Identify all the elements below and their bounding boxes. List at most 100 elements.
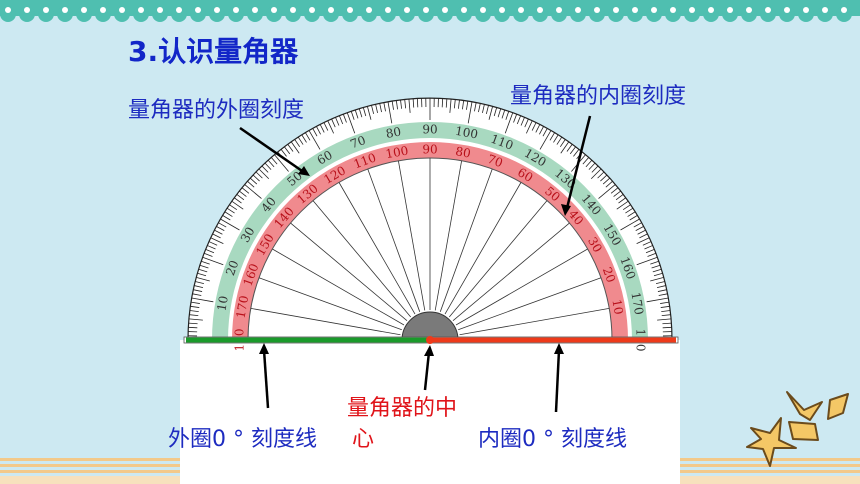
scallop [266, 6, 282, 22]
degree-tick [524, 118, 529, 128]
degree-tick [445, 98, 448, 108]
degree-tick [539, 126, 544, 135]
degree-tick [338, 115, 344, 125]
scale-number: 20 [600, 265, 618, 284]
scallop-dot [708, 7, 714, 13]
degree-tick [636, 237, 650, 245]
degree-tick [542, 128, 548, 137]
degree-tick [616, 200, 629, 210]
scallop-dot [594, 7, 600, 13]
degree-tick [192, 293, 202, 296]
scallop [798, 6, 814, 22]
degree-tick [598, 184, 616, 199]
degree-tick [639, 233, 648, 239]
degree-tick [627, 211, 636, 217]
degree-tick [559, 139, 566, 148]
degree-tick [319, 124, 325, 133]
degree-tick [190, 301, 200, 304]
scallop [304, 6, 320, 22]
degree-tick [645, 248, 655, 254]
degree-tick [190, 305, 200, 308]
scallop-dot [100, 7, 106, 13]
scallop [551, 6, 567, 22]
degree-tick [585, 159, 593, 168]
degree-tick [287, 143, 294, 152]
degree-tick [661, 310, 671, 313]
angle-spoke [367, 168, 421, 312]
center-label: 量角器的中 [347, 396, 458, 421]
scale-number: 30 [585, 235, 605, 255]
degree-tick [197, 272, 207, 277]
angle-spoke [448, 200, 548, 318]
degree-tick [350, 111, 355, 120]
degree-tick [264, 162, 272, 170]
degree-tick [467, 101, 473, 124]
degree-tick [539, 130, 552, 150]
pointer-arrows [239, 115, 592, 413]
scallop [722, 6, 738, 22]
degree-tick [660, 301, 670, 304]
degree-tick [658, 293, 668, 296]
degree-tick [660, 305, 670, 308]
degree-tick [582, 157, 590, 165]
protractor-base-panel [180, 340, 680, 484]
degree-tick [189, 314, 199, 317]
degree-tick [226, 207, 235, 214]
degree-tick [493, 107, 498, 117]
scallop-dot [746, 7, 752, 13]
scale-number: 10 [214, 295, 230, 312]
angle-spoke [290, 222, 408, 322]
angle-spoke [434, 160, 462, 311]
scallop-dot [366, 7, 372, 13]
scallop [589, 6, 605, 22]
angle-spoke [250, 308, 401, 336]
scallop-dot [157, 7, 163, 13]
scallop-dot [328, 7, 334, 13]
scallop-dot [252, 7, 258, 13]
degree-tick [193, 289, 203, 292]
degree-tick [610, 187, 619, 194]
scallop-dot [632, 7, 638, 13]
scallop-dot [176, 7, 182, 13]
scallop [437, 6, 453, 22]
degree-tick [516, 115, 522, 125]
degree-tick [270, 157, 278, 165]
degree-tick [520, 117, 525, 126]
scallop-dot [404, 7, 410, 13]
scallop-dot [347, 7, 353, 13]
scale-number: 80 [454, 144, 471, 160]
degree-tick [504, 112, 514, 134]
degree-tick [646, 297, 669, 303]
degree-tick [301, 134, 307, 143]
scallop-dot [480, 7, 486, 13]
scallop [418, 6, 434, 22]
scallop [19, 6, 35, 22]
degree-tick [210, 237, 224, 245]
degree-tick [233, 197, 242, 204]
scallop-dot [518, 7, 524, 13]
degree-tick [188, 318, 203, 321]
degree-tick [466, 100, 469, 110]
degree-tick [202, 256, 224, 266]
degree-tick [453, 99, 456, 109]
degree-tick [346, 112, 356, 134]
degree-tick [656, 285, 666, 288]
degree-tick [252, 174, 260, 182]
degree-tick [553, 134, 559, 143]
scallop [0, 6, 16, 22]
scallop [152, 6, 168, 22]
degree-tick [335, 117, 340, 126]
degree-tick [636, 256, 658, 266]
scallop [133, 6, 149, 22]
angle-spokes [248, 158, 612, 341]
degree-tick [573, 149, 580, 157]
star-shape-4 [788, 421, 819, 441]
degree-tick [633, 222, 642, 228]
degree-tick [650, 260, 659, 265]
star-shape-3 [827, 393, 849, 420]
scallop [323, 6, 339, 22]
degree-tick [531, 122, 537, 131]
scallop [285, 6, 301, 22]
angle-spoke [459, 308, 610, 336]
degree-tick [199, 264, 209, 269]
